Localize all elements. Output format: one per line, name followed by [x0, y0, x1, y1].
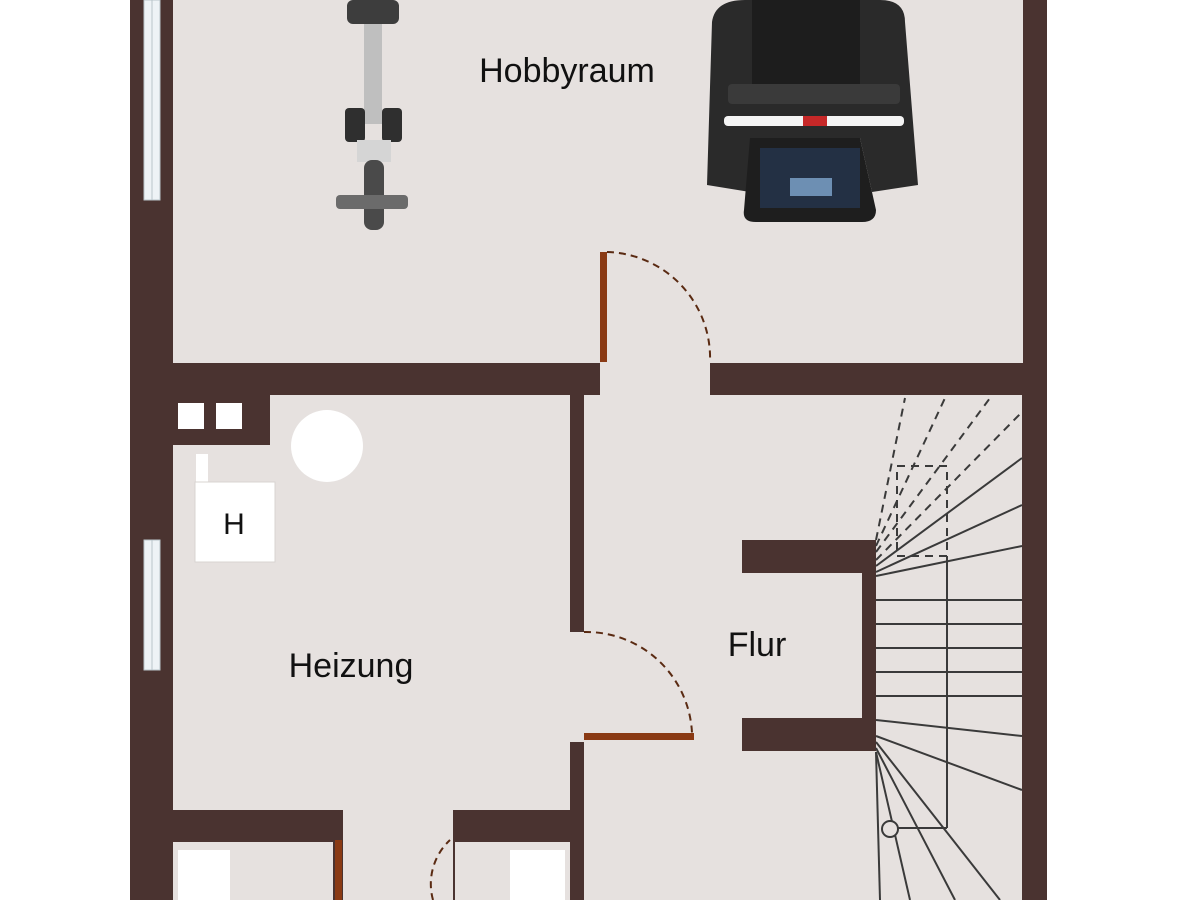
room-small-middle — [343, 810, 453, 900]
room-label-hobbyraum: Hobbyraum — [479, 52, 655, 90]
room-label-flur: Flur — [728, 626, 787, 664]
fixture-box-right — [510, 850, 565, 900]
staircase-icon — [875, 397, 1023, 900]
window-top — [143, 0, 161, 201]
heater-label: H — [223, 508, 245, 541]
treadmill-icon — [707, 0, 918, 222]
doorway-heizung-flur — [569, 632, 585, 742]
fixture-box-left — [178, 850, 230, 900]
outlet-box-2 — [216, 403, 242, 429]
stair-core — [742, 540, 876, 751]
door-hobbyraum[interactable] — [600, 251, 712, 363]
door-heizung[interactable] — [583, 630, 694, 740]
door-bottom[interactable] — [335, 839, 451, 900]
outlet-box-1 — [178, 403, 204, 429]
doorway-hobby-flur — [600, 362, 710, 396]
boiler-tank-icon — [291, 410, 363, 482]
rowing-machine-icon — [336, 0, 408, 230]
window-bottom — [143, 539, 161, 671]
room-heizung — [173, 395, 570, 810]
heater-unit: H — [194, 454, 276, 563]
room-label-heizung: Heizung — [289, 647, 414, 685]
